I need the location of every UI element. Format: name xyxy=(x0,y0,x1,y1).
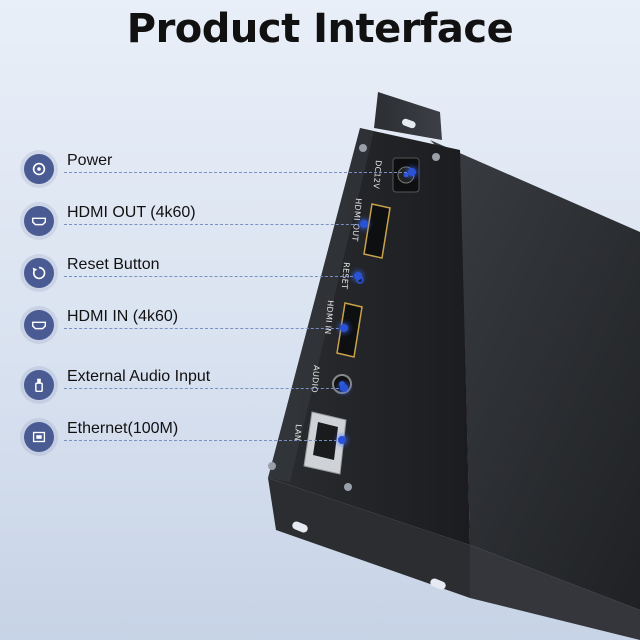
bracket-slot xyxy=(430,578,446,590)
callout-hdmi-in: HDMI IN (4k60) xyxy=(24,308,384,350)
port-marker-dot xyxy=(340,384,348,392)
reset-icon xyxy=(24,258,54,288)
mounting-bracket-top xyxy=(374,92,442,140)
callout-label: Reset Button xyxy=(67,256,160,273)
mounting-bracket-bottom xyxy=(268,478,470,598)
power-icon xyxy=(24,154,54,184)
device-label-dc: DC12V xyxy=(371,160,383,190)
leader-line xyxy=(64,388,344,389)
device-body-side xyxy=(430,140,640,610)
device-label-reset: RESET xyxy=(340,262,351,290)
port-marker-dot xyxy=(408,168,416,176)
callout-label: External Audio Input xyxy=(67,368,211,385)
callout-hdmi-out: HDMI OUT (4k60) xyxy=(24,204,384,246)
device-label-hdmi-out: HDMI OUT xyxy=(350,198,363,242)
screw xyxy=(268,144,440,491)
bracket-slot xyxy=(292,521,308,533)
callout-ethernet: Ethernet(100M) xyxy=(24,420,384,462)
callout-label: HDMI IN (4k60) xyxy=(67,308,179,325)
hdmi-in-port xyxy=(336,302,363,358)
hdmi-out-port xyxy=(363,203,391,259)
callout-audio: External Audio Input xyxy=(24,368,384,410)
callout-label: HDMI OUT (4k60) xyxy=(67,204,196,221)
port-marker-dot xyxy=(354,272,362,280)
callout-reset: Reset Button xyxy=(24,256,384,298)
leader-line xyxy=(64,172,412,173)
callout-label: Ethernet(100M) xyxy=(67,420,179,437)
leader-line xyxy=(64,276,358,277)
leader-line xyxy=(64,440,342,441)
hdmi-icon xyxy=(24,310,54,340)
port-marker-dot xyxy=(338,436,346,444)
callout-label: Power xyxy=(67,152,113,169)
leader-line xyxy=(64,224,364,225)
hdmi-icon xyxy=(24,206,54,236)
port-marker-dot xyxy=(360,220,368,228)
device-label-audio: AUDIO xyxy=(310,365,321,393)
device-label-hdmi-in: HDMI IN xyxy=(323,300,335,335)
page-title: Product Interface xyxy=(126,6,514,52)
callout-power: Power xyxy=(24,152,416,194)
device-label-lan: LAN xyxy=(293,424,303,442)
audio-jack-icon xyxy=(24,370,54,400)
port-marker-dot xyxy=(340,324,348,332)
leader-line xyxy=(64,328,344,329)
ethernet-icon xyxy=(24,422,54,452)
bracket-slot xyxy=(402,118,416,129)
